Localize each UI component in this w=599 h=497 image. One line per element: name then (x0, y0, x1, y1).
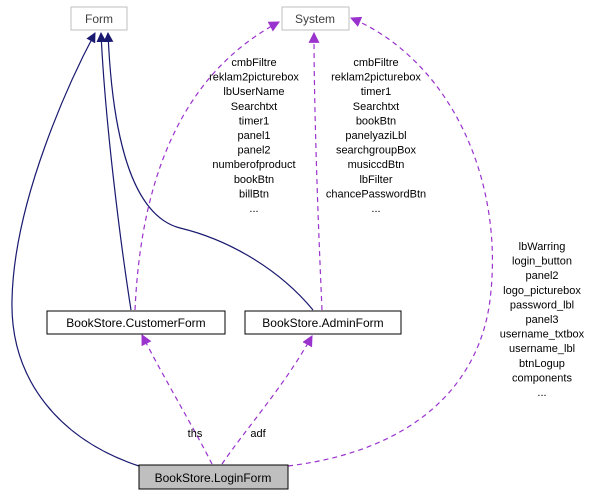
field-label: numberofproduct (212, 159, 295, 171)
field-label: reklam2picturebox (331, 72, 421, 84)
field-label: username_txtbox (500, 329, 585, 341)
field-label: password_lbl (510, 299, 574, 311)
field-label: username_lbl (509, 343, 575, 355)
edge-loginform-to-adminform (221, 335, 313, 465)
field-label: ... (249, 203, 258, 215)
field-label: bookBtn (234, 174, 274, 186)
edge-loginform-to-system (287, 16, 494, 467)
node-adminform[interactable]: BookStore.AdminForm (244, 310, 402, 335)
field-label: cmbFiltre (353, 57, 398, 69)
field-label: musiccdBtn (348, 159, 405, 171)
node-loginform-label: BookStore.LoginForm (155, 471, 272, 485)
node-customerform[interactable]: BookStore.CustomerForm (46, 310, 226, 335)
field-label: cmbFiltre (231, 57, 276, 69)
usage-edges (134, 16, 494, 467)
field-label: logo_picturebox (503, 285, 581, 297)
edge-loginform-to-form (11, 32, 140, 467)
loginform-system-fields: lbWarring login_button panel2 logo_pictureb… (500, 241, 585, 399)
field-label: panel1 (237, 130, 270, 142)
field-label: components (512, 372, 572, 384)
adminform-system-fields: cmbFiltre reklam2picturebox timer1Searchtx… (326, 57, 426, 215)
field-label: panel2 (237, 145, 270, 157)
edge-adminform-to-form (103, 32, 314, 311)
field-label: lbUserName (223, 86, 284, 98)
field-label: panel2 (525, 270, 558, 282)
edge-customerform-to-form (96, 32, 132, 311)
field-label: lbWarring (519, 241, 566, 253)
node-system-label: System (295, 12, 335, 26)
field-label: Searchtxt (353, 101, 399, 113)
field-label: reklam2picturebox (209, 72, 299, 84)
edge-customerform-to-system (134, 21, 280, 311)
field-label: lbFilter (359, 174, 392, 186)
field-label: timer1 (239, 115, 270, 127)
field-label: Searchtxt (231, 101, 277, 113)
field-label: panelyaziLbl (345, 130, 406, 142)
field-label: timer1 (361, 86, 392, 98)
field-label: billBtn (239, 188, 269, 200)
field-label: searchgroupBox (336, 145, 417, 157)
edge-loginform-to-customerform (141, 334, 213, 465)
node-loginform[interactable]: BookStore.LoginForm (138, 464, 289, 490)
edge-label-adf: adf (250, 428, 266, 440)
edge-adminform-to-system (308, 31, 323, 311)
edge-label-ths: ths (188, 428, 203, 440)
field-label: btnLogup (519, 358, 565, 370)
node-adminform-label: BookStore.AdminForm (262, 316, 383, 330)
customerform-system-fields: cmbFiltre reklam2picturebox lbUserNameSear… (209, 57, 299, 215)
node-customerform-label: BookStore.CustomerForm (66, 316, 205, 330)
node-form-label: Form (85, 12, 113, 26)
node-form[interactable]: Form (70, 6, 128, 31)
inheritance-edges (11, 32, 314, 467)
field-label: bookBtn (356, 115, 396, 127)
field-label: login_button (512, 256, 572, 268)
field-label: chancePasswordBtn (326, 188, 426, 200)
field-label: panel3 (525, 314, 558, 326)
field-label: ... (537, 387, 546, 399)
node-system[interactable]: System (281, 6, 350, 31)
field-label: ... (371, 203, 380, 215)
